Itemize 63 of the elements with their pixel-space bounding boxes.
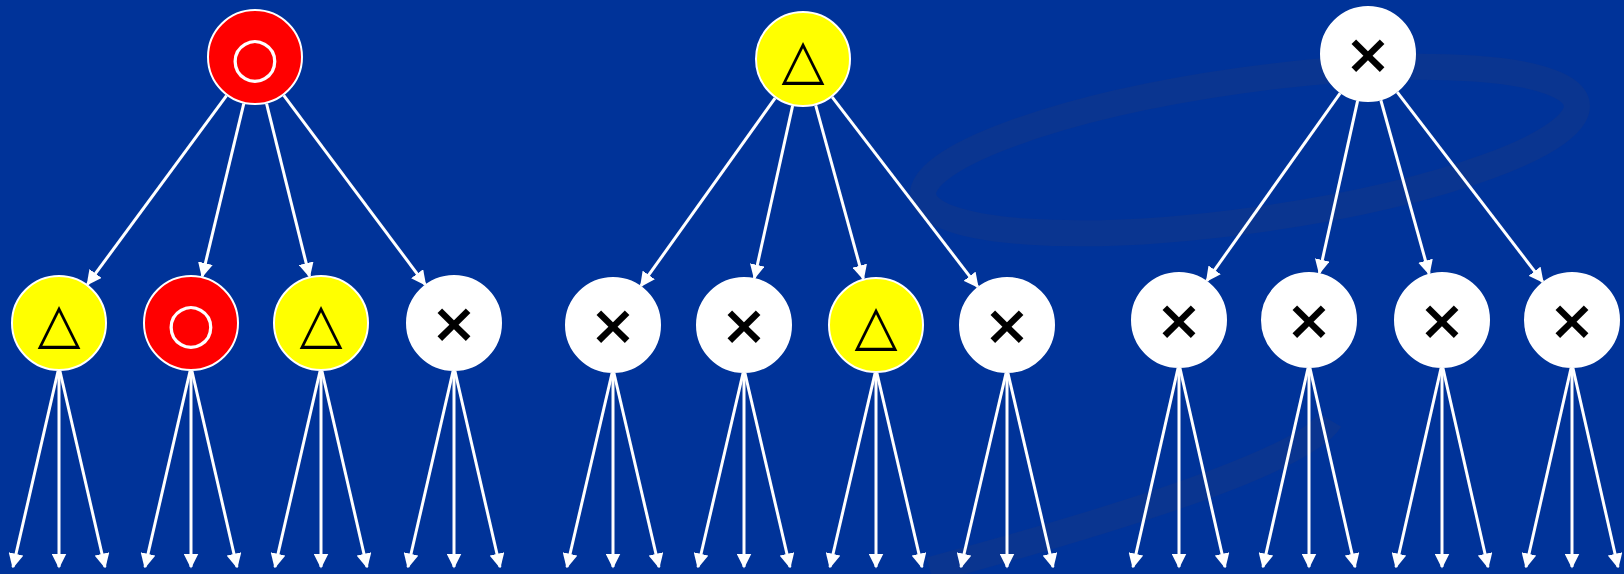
arrow [736,373,752,569]
arrow [1301,368,1317,569]
arrow [86,94,228,286]
arrow [1171,368,1187,569]
symbol-label: × [1155,292,1203,348]
arrow [875,372,927,569]
arrow [831,96,979,289]
arrow [265,103,314,278]
symbol-label: × [1344,26,1392,82]
arrow [198,103,246,278]
arrow [183,371,199,569]
symbol-label: △ [299,295,343,351]
arrow [140,370,192,569]
arrow [1258,367,1310,569]
arrow [814,104,867,281]
symbol-label: △ [37,295,81,351]
arrow [1434,368,1450,569]
arrow [999,373,1015,569]
arrow [750,105,795,280]
arrow [1391,367,1443,569]
arrow [270,370,322,569]
arrow [1571,367,1623,569]
symbol-label: × [983,297,1031,353]
arrow [51,371,67,569]
arrow [956,372,1008,569]
symbol-label: × [589,297,637,353]
symbol-label: × [1418,292,1466,348]
arrow [1315,100,1360,275]
arrow [446,371,462,569]
arrow [282,94,427,286]
symbol-label: ○ [230,29,280,85]
arrow [1128,367,1180,569]
symbol-label: ○ [166,295,216,351]
arrow [1396,91,1544,284]
arrow [320,370,372,569]
arrow [403,370,455,569]
arrow [1564,368,1580,569]
arrow [612,372,664,569]
arrow [190,370,242,569]
arrow [8,370,60,569]
arrow [453,370,505,569]
arrow [1441,367,1493,569]
arrow [1205,92,1342,283]
symbol-label: × [1548,292,1596,348]
arrow [58,370,110,569]
arrow [743,372,795,569]
arrow [1521,367,1573,569]
arrow [1006,372,1058,569]
arrow [868,373,884,569]
symbol-label: × [1285,292,1333,348]
arrow [1178,367,1230,569]
arrow [639,97,777,288]
arrow [825,372,877,569]
symbol-label: × [430,295,478,351]
symbol-label: △ [854,297,898,353]
arrow [1379,99,1433,276]
arrow [1308,367,1360,569]
arrow [605,373,621,569]
symbol-label: × [720,297,768,353]
symbol-label: △ [781,31,825,87]
arrow [693,372,745,569]
arrow [313,371,329,569]
arrow [562,372,614,569]
